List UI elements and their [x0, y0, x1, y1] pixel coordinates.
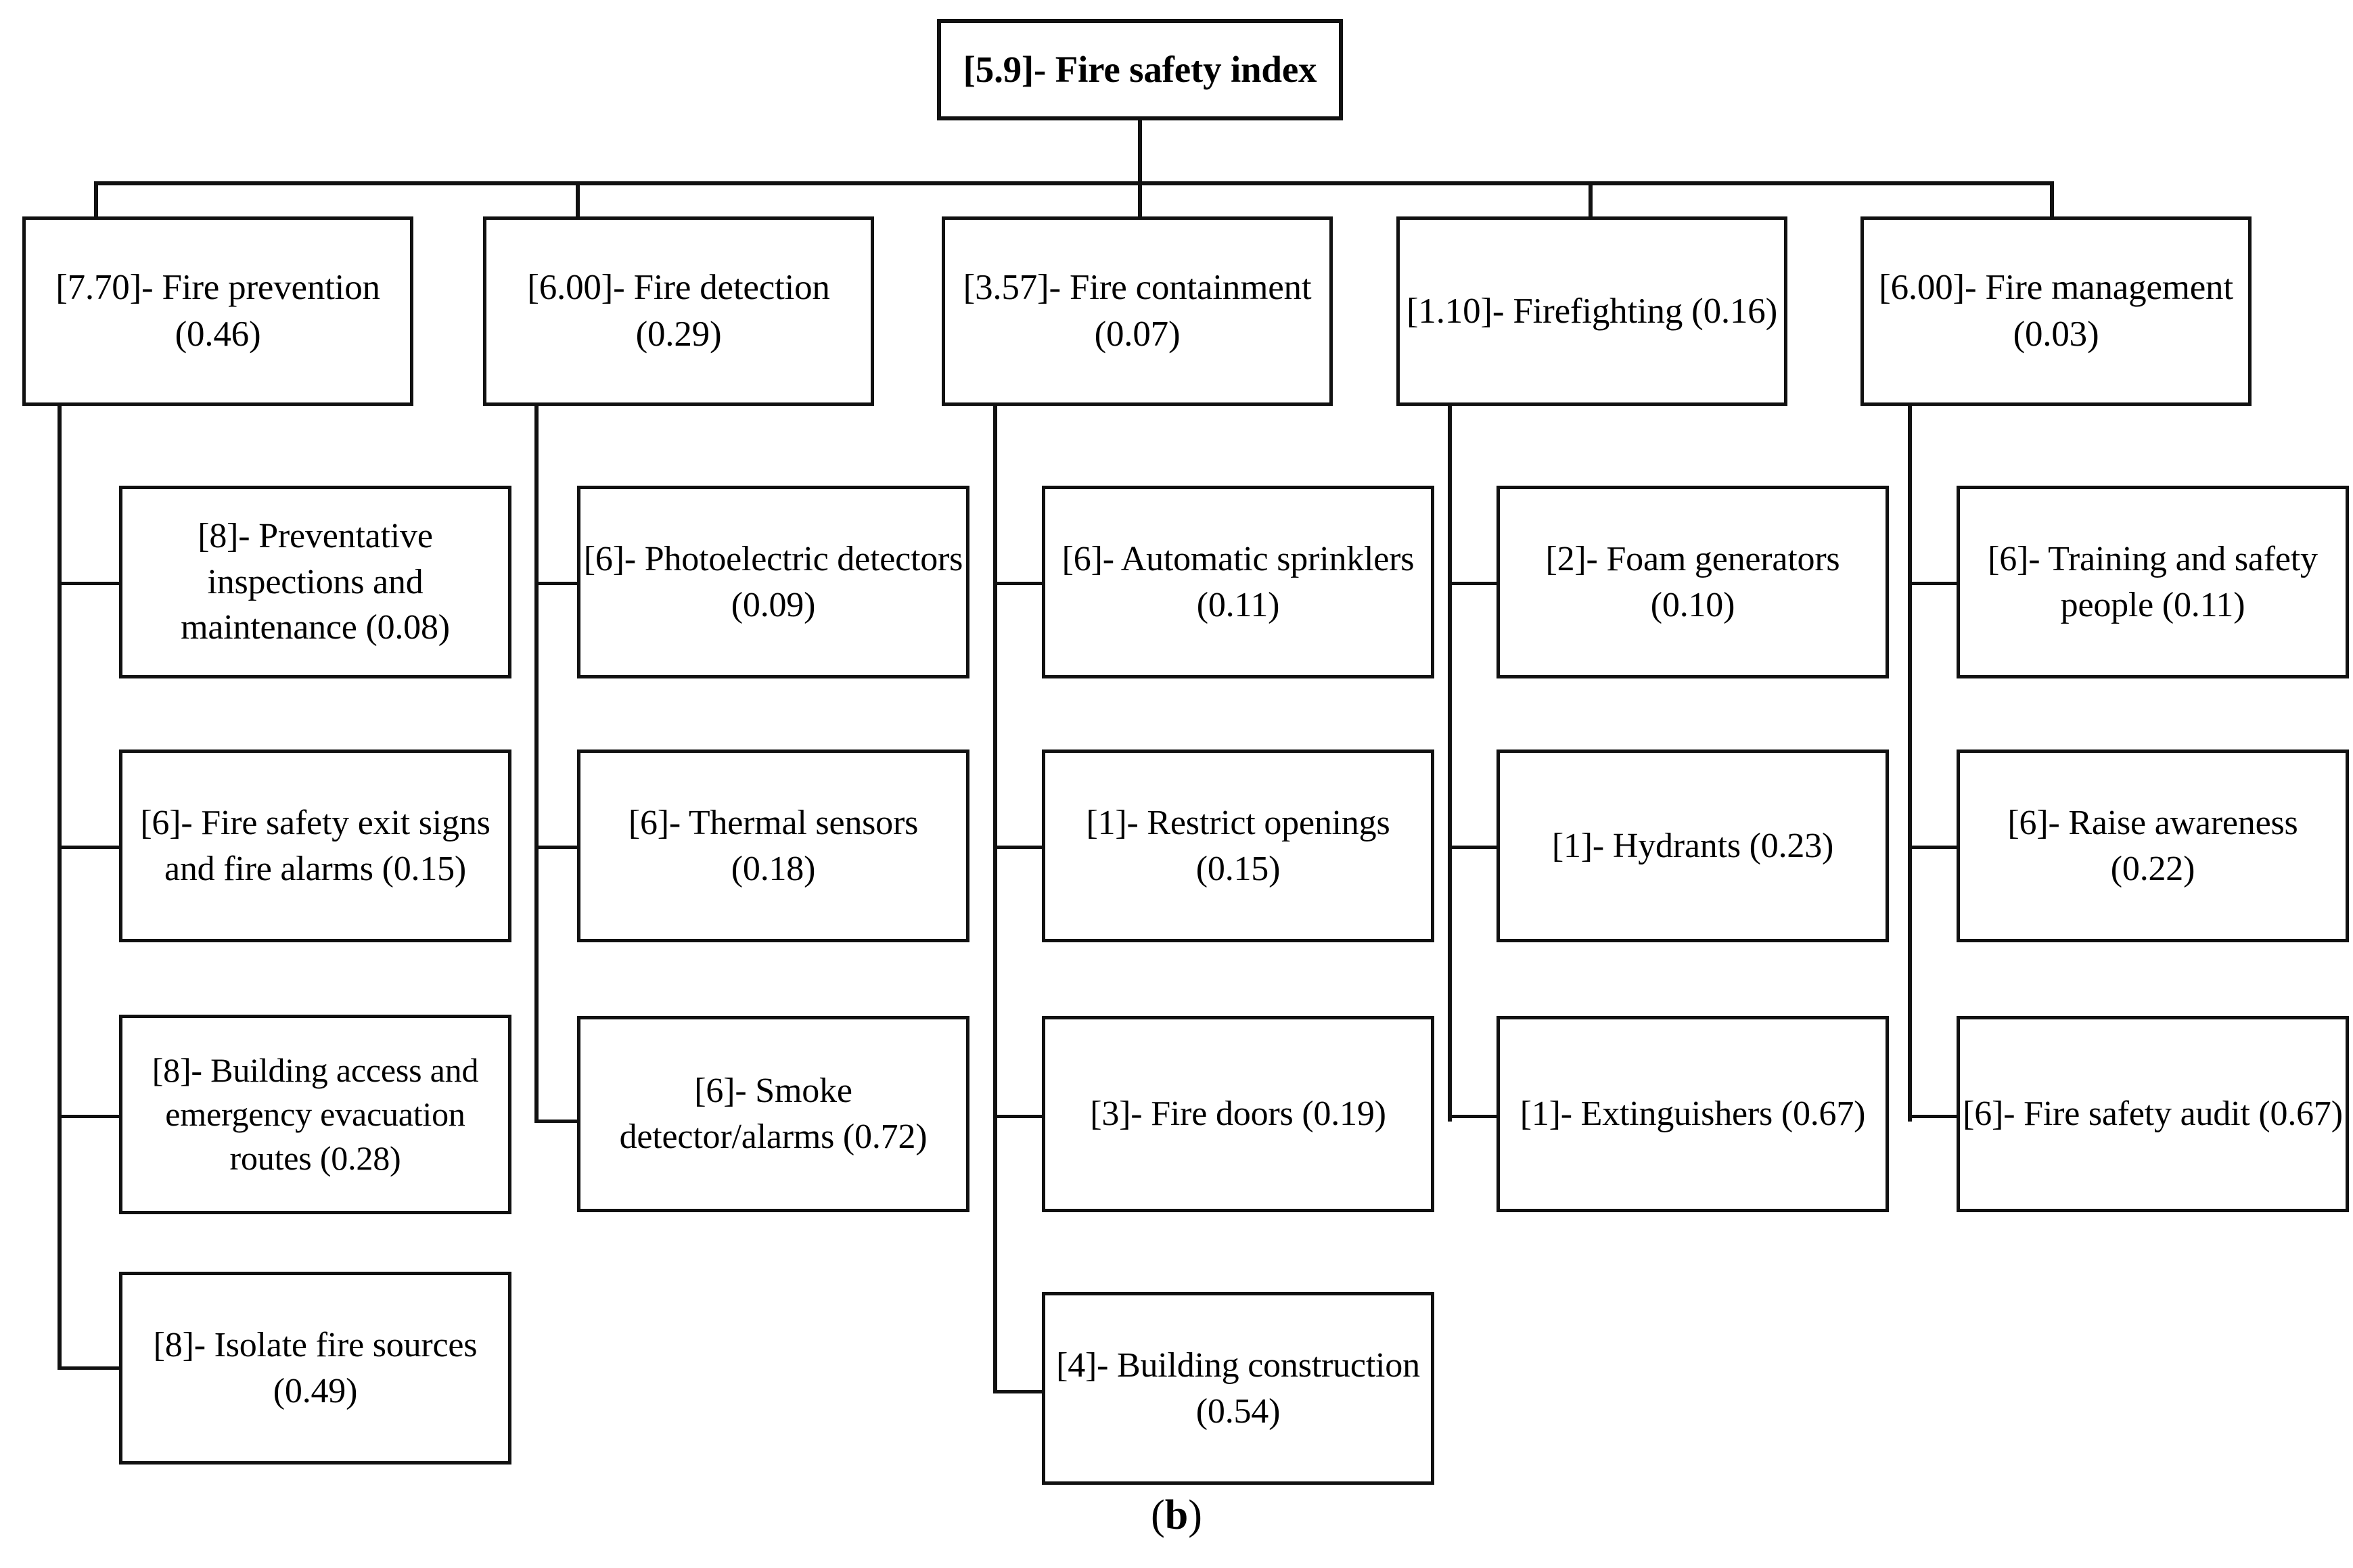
node-leaf-label: [6]- Fire safety exit signs and fire ala…	[140, 803, 490, 888]
connector-stub-4-2	[1448, 846, 1512, 849]
node-leaf-building-access-evacuation[interactable]: [8]- Building access and emergency evacu…	[119, 1015, 511, 1214]
connector-stub-1-1	[58, 582, 122, 585]
connector-stub-3-3	[993, 1115, 1057, 1118]
node-leaf-label: [6]- Thermal sensors (0.18)	[628, 803, 919, 888]
node-branch-label: [1.10]- Firefighting (0.16)	[1406, 291, 1778, 331]
node-branch-label: [6.00]- Fire management (0.03)	[1879, 268, 2233, 354]
figure-caption: (b)	[0, 1492, 2353, 1540]
node-leaf-foam-generators[interactable]: [2]- Foam generators (0.10)	[1497, 486, 1889, 678]
node-branch-fire-containment[interactable]: [3.57]- Fire containment (0.07)	[942, 216, 1333, 406]
node-leaf-label: [6]- Automatic sprinklers (0.11)	[1061, 539, 1415, 624]
caption-letter: b	[1164, 1492, 1189, 1538]
node-leaf-building-construction[interactable]: [4]- Building construction (0.54)	[1042, 1292, 1434, 1485]
node-leaf-preventative-inspections[interactable]: [8]- Preventative inspections and mainte…	[119, 486, 511, 678]
connector-stub-2-1	[534, 582, 599, 585]
connector-stub-3-2	[993, 846, 1057, 849]
connector-drop-branch-4	[1589, 181, 1593, 219]
connector-stub-2-3	[534, 1120, 599, 1123]
caption-paren-close: )	[1188, 1492, 1202, 1538]
node-leaf-label: [4]- Building construction (0.54)	[1056, 1345, 1420, 1431]
node-branch-fire-management[interactable]: [6.00]- Fire management (0.03)	[1860, 216, 2252, 406]
node-root-fire-safety-index[interactable]: [5.9]- Fire safety index	[937, 19, 1343, 120]
connector-root-bus	[94, 181, 2054, 185]
node-leaf-label: [8]- Preventative inspections and mainte…	[181, 517, 450, 647]
connector-stub-5-1	[1908, 582, 1972, 585]
node-branch-fire-detection[interactable]: [6.00]- Fire detection (0.29)	[483, 216, 874, 406]
node-root-label: [5.9]- Fire safety index	[963, 49, 1317, 91]
connector-root-stem	[1138, 119, 1142, 184]
node-leaf-fire-safety-audit[interactable]: [6]- Fire safety audit (0.67)	[1957, 1016, 2349, 1212]
connector-trunk-branch-5	[1908, 405, 1912, 1122]
connector-trunk-branch-3	[993, 405, 997, 1393]
node-leaf-fire-doors[interactable]: [3]- Fire doors (0.19)	[1042, 1016, 1434, 1212]
node-leaf-restrict-openings[interactable]: [1]- Restrict openings (0.15)	[1042, 750, 1434, 942]
node-branch-label: [7.70]- Fire prevention (0.46)	[55, 268, 380, 354]
node-leaf-raise-awareness[interactable]: [6]- Raise awareness (0.22)	[1957, 750, 2349, 942]
node-leaf-label: [1]- Restrict openings (0.15)	[1086, 803, 1390, 888]
connector-stub-3-4	[993, 1390, 1057, 1393]
node-leaf-label: [6]- Fire safety audit (0.67)	[1963, 1094, 2343, 1134]
connector-stub-1-4	[58, 1366, 122, 1370]
node-leaf-isolate-fire-sources[interactable]: [8]- Isolate fire sources (0.49)	[119, 1272, 511, 1465]
node-leaf-label: [1]- Extinguishers (0.67)	[1520, 1094, 1866, 1134]
node-leaf-hydrants[interactable]: [1]- Hydrants (0.23)	[1497, 750, 1889, 942]
connector-trunk-branch-1	[58, 405, 62, 1368]
connector-drop-branch-1	[94, 181, 98, 219]
connector-drop-branch-3	[1138, 181, 1142, 219]
connector-trunk-branch-4	[1448, 405, 1452, 1122]
node-branch-fire-prevention[interactable]: [7.70]- Fire prevention (0.46)	[22, 216, 413, 406]
node-leaf-label: [6]- Photoelectric detectors (0.09)	[583, 539, 963, 624]
connector-stub-4-1	[1448, 582, 1512, 585]
connector-stub-5-3	[1908, 1115, 1972, 1118]
node-leaf-extinguishers[interactable]: [1]- Extinguishers (0.67)	[1497, 1016, 1889, 1212]
connector-drop-branch-5	[2050, 181, 2054, 219]
node-leaf-training-and-safety-people[interactable]: [6]- Training and safety people (0.11)	[1957, 486, 2349, 678]
node-leaf-label: [8]- Isolate fire sources (0.49)	[153, 1325, 478, 1410]
connector-stub-2-2	[534, 846, 599, 849]
node-leaf-photoelectric-detectors[interactable]: [6]- Photoelectric detectors (0.09)	[577, 486, 969, 678]
node-leaf-thermal-sensors[interactable]: [6]- Thermal sensors (0.18)	[577, 750, 969, 942]
node-leaf-label: [6]- Raise awareness (0.22)	[2007, 803, 2298, 888]
node-leaf-label: [6]- Smoke detector/alarms (0.72)	[619, 1071, 928, 1156]
node-branch-firefighting[interactable]: [1.10]- Firefighting (0.16)	[1396, 216, 1787, 406]
node-leaf-label: [6]- Training and safety people (0.11)	[1988, 539, 2318, 624]
connector-trunk-branch-2	[534, 405, 539, 1122]
node-leaf-label: [1]- Hydrants (0.23)	[1551, 826, 1834, 865]
node-leaf-label: [8]- Building access and emergency evacu…	[152, 1051, 479, 1177]
connector-stub-3-1	[993, 582, 1057, 585]
node-leaf-label: [2]- Foam generators (0.10)	[1545, 539, 1840, 624]
connector-drop-branch-2	[576, 181, 580, 219]
connector-stub-4-3	[1448, 1115, 1512, 1118]
node-leaf-label: [3]- Fire doors (0.19)	[1090, 1094, 1386, 1134]
node-branch-label: [6.00]- Fire detection (0.29)	[527, 268, 830, 354]
node-branch-label: [3.57]- Fire containment (0.07)	[963, 268, 1312, 354]
connector-stub-1-2	[58, 846, 122, 849]
node-leaf-fire-safety-exit-signs[interactable]: [6]- Fire safety exit signs and fire ala…	[119, 750, 511, 942]
connector-stub-5-2	[1908, 846, 1972, 849]
node-leaf-automatic-sprinklers[interactable]: [6]- Automatic sprinklers (0.11)	[1042, 486, 1434, 678]
node-leaf-smoke-detector-alarms[interactable]: [6]- Smoke detector/alarms (0.72)	[577, 1016, 969, 1212]
caption-paren-open: (	[1151, 1492, 1165, 1538]
connector-stub-1-3	[58, 1115, 122, 1118]
